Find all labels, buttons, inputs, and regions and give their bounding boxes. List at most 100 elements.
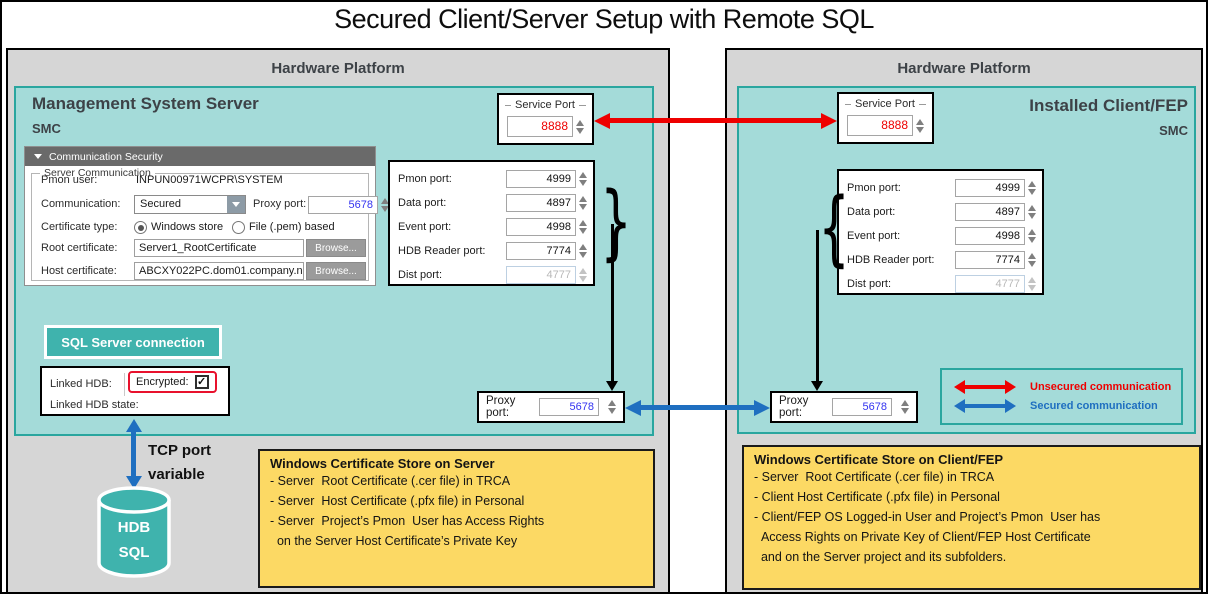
- left-ports-box: Pmon port: 4999 Data port: 4897 Event po…: [388, 160, 595, 286]
- spinner-buttons-disabled: [579, 267, 587, 282]
- port-input[interactable]: 7774: [955, 250, 1025, 269]
- left-proxy-port-input[interactable]: 5678: [538, 398, 599, 416]
- port-row: HDB Reader port: 7774: [847, 250, 1036, 269]
- sql-server-connection-button[interactable]: SQL Server connection: [44, 325, 222, 359]
- radio-windows-store[interactable]: [134, 221, 147, 234]
- port-row: Event port: 4998: [398, 217, 587, 236]
- panel-proxy-port-field: 5678: [308, 196, 389, 214]
- ports-to-proxy-arrow: [611, 224, 614, 381]
- left-service-port-input[interactable]: 8888: [507, 116, 573, 137]
- port-label: Pmon port:: [398, 172, 452, 185]
- spinner-buttons[interactable]: [579, 195, 587, 210]
- port-label: Data port:: [398, 196, 447, 209]
- server-cert-store-title: Windows Certificate Store on Server: [270, 456, 495, 471]
- communication-dropdown[interactable]: Secured: [134, 195, 246, 214]
- host-certificate-browse-button[interactable]: Browse...: [306, 262, 366, 280]
- hdb-sql-database: HDB SQL: [95, 485, 173, 579]
- database-cylinder-icon: [97, 486, 171, 578]
- spinner-buttons[interactable]: [1028, 204, 1036, 219]
- spinner-buttons[interactable]: [576, 119, 584, 134]
- left-service-port-legend: Service Port: [505, 99, 586, 111]
- spinner-buttons[interactable]: [1028, 180, 1036, 195]
- client-cert-store-note: Windows Certificate Store on Client/FEP …: [742, 445, 1201, 590]
- db-label-line1: HDB: [117, 519, 151, 536]
- tcp-note-line1: TCP port: [148, 442, 212, 459]
- cert-line: on the Server Host Certificate’s Private…: [270, 534, 518, 548]
- encrypted-label: Encrypted:: [136, 376, 189, 388]
- linked-hdb-box: Linked HDB: Encrypted: Linked HDB state:: [40, 366, 230, 416]
- port-input[interactable]: 4999: [506, 169, 576, 188]
- left-box-subtitle: SMC: [32, 121, 61, 136]
- port-input-disabled: 4777: [955, 274, 1025, 293]
- spinner-buttons-disabled: [1028, 276, 1036, 291]
- spinner-buttons[interactable]: [381, 198, 389, 212]
- cert-line: - Server Project’s Pmon User has Access …: [270, 514, 545, 528]
- communication-dropdown-value: Secured: [140, 198, 181, 210]
- spinner-buttons[interactable]: [608, 400, 616, 414]
- port-input[interactable]: 4999: [955, 178, 1025, 197]
- root-certificate-browse-button[interactable]: Browse...: [306, 239, 366, 257]
- port-row: Pmon port: 4999: [398, 169, 587, 188]
- root-certificate-input[interactable]: Server1_RootCertificate: [134, 239, 304, 257]
- port-label: Event port:: [847, 229, 901, 242]
- right-service-port-input[interactable]: 8888: [847, 115, 913, 136]
- spinner-buttons[interactable]: [916, 118, 924, 133]
- spinner-buttons[interactable]: [579, 219, 587, 234]
- spinner-buttons[interactable]: [1028, 228, 1036, 243]
- port-input[interactable]: 4897: [955, 202, 1025, 221]
- port-input[interactable]: 4897: [506, 193, 576, 212]
- host-certificate-input[interactable]: ABCXY022PC.dom01.company.net: [134, 262, 304, 280]
- port-input[interactable]: 7774: [506, 241, 576, 260]
- pmon-user-value: INPUN00971WCPR\SYSTEM: [136, 174, 283, 186]
- port-row: Pmon port: 4999: [847, 178, 1036, 197]
- ports-brace: }: [600, 175, 632, 270]
- communication-security-header[interactable]: Communication Security: [25, 147, 375, 166]
- port-row: Data port: 4897: [847, 202, 1036, 221]
- port-input-disabled: 4777: [506, 265, 576, 284]
- right-proxy-port-input[interactable]: 5678: [831, 398, 892, 416]
- spinner-buttons[interactable]: [579, 171, 587, 186]
- linked-hdb-label: Linked HDB:: [50, 378, 112, 390]
- communication-security-panel: Communication Security Server Communicat…: [24, 146, 389, 286]
- right-box-subtitle: SMC: [1159, 123, 1188, 138]
- encrypted-highlight-box: Encrypted:: [128, 371, 217, 393]
- right-box-title: Installed Client/FEP: [1029, 96, 1188, 115]
- port-label: Event port:: [398, 220, 452, 233]
- cert-line: - Server Root Certificate (.cer file) in…: [270, 474, 511, 488]
- chevron-down-icon[interactable]: [227, 196, 245, 213]
- spinner-buttons[interactable]: [901, 400, 909, 414]
- spinner-buttons[interactable]: [1028, 252, 1036, 267]
- port-row: Data port: 4897: [398, 193, 587, 212]
- client-cert-store-title: Windows Certificate Store on Client/FEP: [754, 452, 1004, 467]
- port-label: Pmon port:: [847, 181, 901, 194]
- port-row-disabled: Dist port: 4777: [847, 274, 1036, 293]
- port-label: Dist port:: [847, 277, 892, 290]
- port-row-disabled: Dist port: 4777: [398, 265, 587, 284]
- encrypted-checkbox[interactable]: [194, 375, 209, 389]
- port-input[interactable]: 4998: [506, 217, 576, 236]
- radio-file-pem[interactable]: [232, 221, 245, 234]
- cert-line: - Client/FEP OS Logged-in User and Proje…: [754, 510, 1101, 524]
- communication-security-title: Communication Security: [49, 150, 163, 163]
- secured-communication-arrow: [641, 405, 754, 410]
- right-proxy-port-label: Proxy port:: [779, 395, 809, 419]
- linked-hdb-state-label: Linked HDB state:: [50, 399, 139, 411]
- legend-row-secured: Secured communication: [954, 400, 1181, 412]
- port-label: Data port:: [847, 205, 896, 218]
- unsecured-label: Unsecured communication: [1030, 381, 1172, 393]
- cert-line: - Client Host Certificate (.pfx file) in…: [754, 490, 1000, 504]
- ports-to-proxy-arrow: [816, 230, 819, 381]
- port-label: HDB Reader port:: [398, 244, 486, 257]
- db-label-line2: SQL: [118, 544, 150, 561]
- right-proxy-port-box: Proxy port: 5678: [770, 391, 918, 423]
- right-platform-label: Hardware Platform: [897, 60, 1031, 77]
- port-row: Event port: 4998: [847, 226, 1036, 245]
- right-service-port-field: 8888: [847, 115, 924, 136]
- page-title: Secured Client/Server Setup with Remote …: [334, 4, 874, 34]
- port-input[interactable]: 4998: [955, 226, 1025, 245]
- panel-proxy-port-label: Proxy port:: [253, 198, 307, 210]
- collapse-icon: [34, 154, 42, 159]
- tcp-port-note: TCP port variable: [148, 439, 211, 487]
- panel-proxy-port-input[interactable]: 5678: [308, 196, 378, 214]
- spinner-buttons[interactable]: [579, 243, 587, 258]
